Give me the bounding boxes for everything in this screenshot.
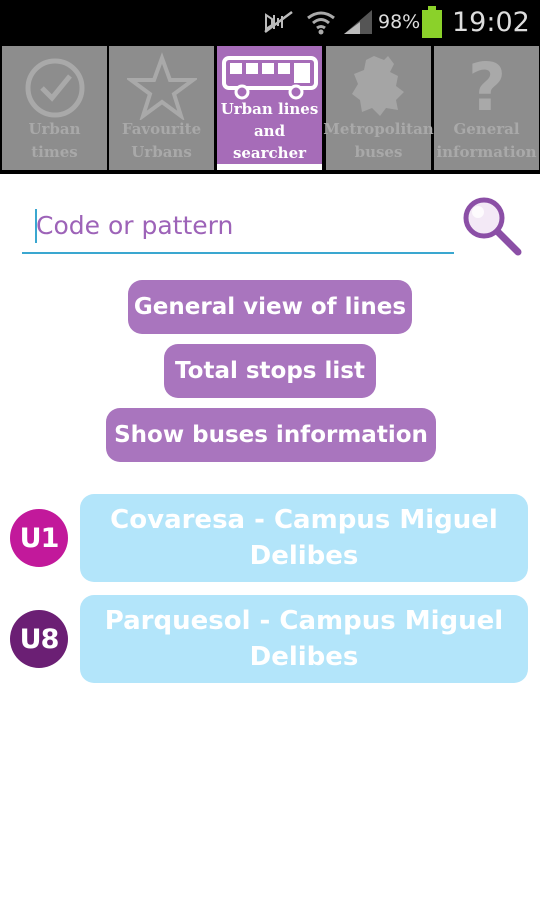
- text-cursor: [35, 209, 37, 243]
- line-item-u8[interactable]: Parquesol - Campus Miguel Delibes: [80, 595, 528, 683]
- tab-label: General information: [436, 120, 537, 161]
- question-icon: ?: [452, 49, 522, 126]
- total-stops-list-button[interactable]: Total stops list: [164, 344, 376, 398]
- tab-label: Urban times: [28, 120, 81, 161]
- line-badge-u1[interactable]: U1: [10, 509, 68, 567]
- magnifier-icon[interactable]: [458, 192, 524, 258]
- tab-label: Urban lines and searcher: [220, 100, 319, 162]
- tab-urban-lines-searcher[interactable]: Urban lines and searcher: [217, 46, 322, 170]
- tab-urban-times[interactable]: Urban times: [2, 46, 107, 170]
- tab-label: Favourite Urbans: [121, 120, 202, 161]
- search-field: [22, 200, 454, 254]
- battery-percent: 98%: [378, 11, 421, 33]
- status-bar: 98% 19:02: [0, 0, 540, 44]
- wifi-icon: [305, 0, 337, 44]
- line-badge-u8[interactable]: U8: [10, 610, 68, 668]
- clock: 19:02: [452, 6, 530, 38]
- battery-icon: [421, 0, 443, 44]
- tab-general-information[interactable]: ? General information: [434, 46, 539, 170]
- tab-label: Metropolitan buses: [323, 120, 434, 161]
- mute-icon: [262, 0, 298, 44]
- check-circle-icon: [20, 50, 90, 120]
- signal-icon: [342, 0, 374, 44]
- star-icon: [124, 50, 199, 122]
- line-item-u1[interactable]: Covaresa - Campus Miguel Delibes: [80, 494, 528, 582]
- search-input[interactable]: [36, 205, 446, 245]
- tab-metropolitan-buses[interactable]: Metropolitan buses: [323, 46, 434, 170]
- show-buses-information-button[interactable]: Show buses information: [106, 408, 436, 462]
- tab-favourite-urbans[interactable]: Favourite Urbans: [109, 46, 214, 170]
- tab-bar: Urban times Favourite Urbans Urban lines…: [0, 44, 540, 174]
- svg-text:?: ?: [467, 50, 505, 120]
- general-view-of-lines-button[interactable]: General view of lines: [128, 280, 412, 334]
- bus-icon: [220, 54, 320, 100]
- map-icon: [344, 50, 414, 120]
